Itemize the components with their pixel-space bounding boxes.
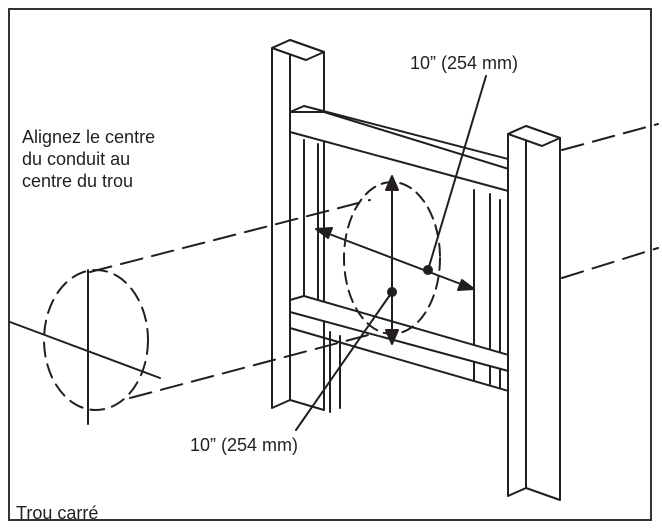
dimension-label-top: 10” (254 mm) — [410, 53, 519, 73]
horizontal-dimension-arrow — [315, 227, 475, 291]
conduit-dashed-lines — [89, 123, 659, 399]
align-instruction-line-3: centre du trou — [22, 171, 134, 191]
leader-line-bottom — [295, 291, 393, 431]
align-instruction-line-1: Alignez le centre — [22, 127, 156, 147]
leader-line-top — [427, 75, 487, 271]
conduit-horizontal-axis — [9, 321, 161, 379]
right-stud — [507, 125, 561, 501]
bottom-sill — [289, 295, 513, 393]
conduit-circle — [43, 269, 149, 411]
align-instruction-line-2: du conduit au — [22, 149, 131, 169]
vertical-dimension-arrow — [385, 175, 399, 345]
dimension-label-bottom: 10” (254 mm) — [190, 435, 299, 455]
square-hole-label: Trou carré — [16, 503, 99, 523]
